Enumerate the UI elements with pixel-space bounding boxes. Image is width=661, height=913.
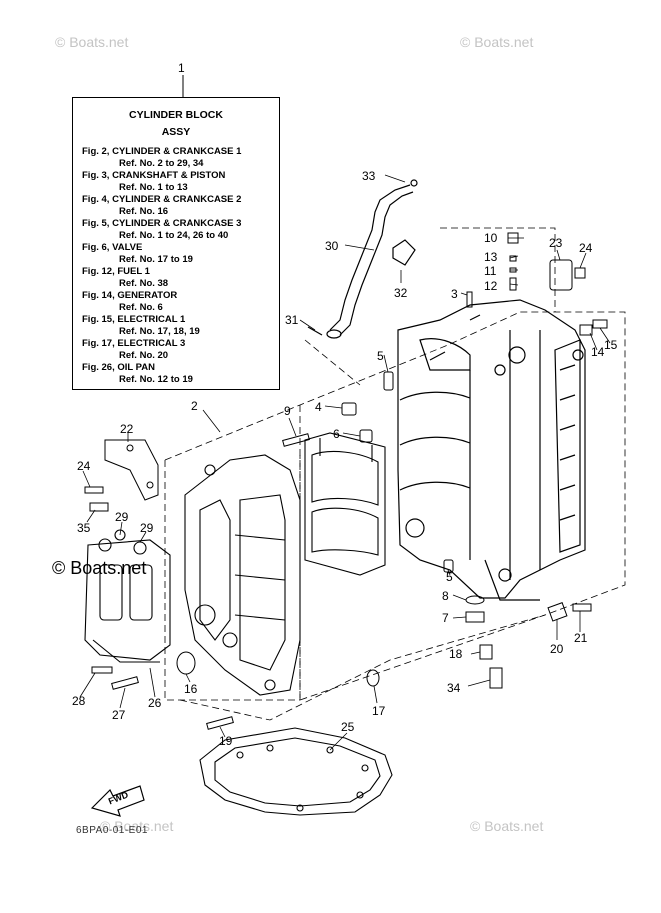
gasket-25 bbox=[199, 727, 393, 816]
breather-hose-30 bbox=[307, 179, 418, 339]
ref-line: Ref. No. 6 bbox=[119, 302, 163, 313]
callout-21[interactable]: 21 bbox=[574, 631, 588, 645]
callout-14[interactable]: 14 bbox=[591, 345, 605, 359]
assy-subtitle: ASSY bbox=[161, 126, 191, 138]
callout-25[interactable]: 25 bbox=[341, 720, 355, 734]
callout-10[interactable]: 10 bbox=[484, 231, 498, 245]
watermark-center-left: © Boats.net bbox=[52, 558, 147, 578]
callout-23[interactable]: 23 bbox=[549, 236, 563, 250]
callout-17[interactable]: 17 bbox=[372, 704, 386, 718]
callout-22[interactable]: 22 bbox=[120, 422, 134, 436]
ref-line: Ref. No. 17 to 19 bbox=[119, 254, 193, 265]
fig-line: Fig. 3, CRANKSHAFT & PISTON bbox=[82, 170, 226, 181]
leader-lines bbox=[79, 174, 611, 751]
ref-line: Ref. No. 1 to 13 bbox=[119, 182, 188, 193]
callout-4[interactable]: 4 bbox=[315, 400, 322, 414]
callout-24b[interactable]: 24 bbox=[77, 459, 91, 473]
callout-8[interactable]: 8 bbox=[442, 589, 449, 603]
watermark-bottom-left: © Boats.net bbox=[100, 818, 174, 834]
bracket-22 bbox=[104, 439, 159, 501]
ref-line: Ref. No. 12 to 19 bbox=[119, 374, 193, 385]
callout-34[interactable]: 34 bbox=[447, 681, 461, 695]
callout-1[interactable]: 1 bbox=[178, 61, 185, 75]
callout-15[interactable]: 15 bbox=[604, 338, 618, 352]
callout-19[interactable]: 19 bbox=[219, 734, 233, 748]
callout-26[interactable]: 26 bbox=[148, 696, 162, 710]
ref-line: Ref. No. 38 bbox=[119, 278, 169, 289]
cylinder-block bbox=[397, 299, 586, 601]
callout-7[interactable]: 7 bbox=[442, 611, 449, 625]
fig-line: Fig. 15, ELECTRICAL 1 bbox=[82, 314, 186, 325]
ref-line: Ref. No. 2 to 29, 34 bbox=[119, 158, 204, 169]
callout-13[interactable]: 13 bbox=[484, 250, 498, 264]
fig-line: Fig. 5, CYLINDER & CRANKCASE 3 bbox=[82, 218, 242, 229]
callout-5[interactable]: 5 bbox=[377, 349, 384, 363]
fig-line: Fig. 14, GENERATOR bbox=[82, 290, 178, 301]
callout-18[interactable]: 18 bbox=[449, 647, 463, 661]
fig-line: Fig. 26, OIL PAN bbox=[82, 362, 156, 373]
callout-28[interactable]: 28 bbox=[72, 694, 86, 708]
crankcase bbox=[184, 454, 301, 696]
callout-9[interactable]: 9 bbox=[284, 404, 291, 418]
fig-line: Fig. 12, FUEL 1 bbox=[82, 266, 150, 277]
callout-6[interactable]: 6 bbox=[333, 427, 340, 441]
callout-20[interactable]: 20 bbox=[550, 642, 564, 656]
callout-30[interactable]: 30 bbox=[325, 239, 339, 253]
liner-block bbox=[304, 432, 386, 576]
assy-reference-box: CYLINDER BLOCK ASSY Fig. 2, CYLINDER & C… bbox=[72, 97, 280, 390]
callout-24[interactable]: 24 bbox=[579, 241, 593, 255]
callout-33[interactable]: 33 bbox=[362, 169, 376, 183]
fig-line: Fig. 2, CYLINDER & CRANKCASE 1 bbox=[82, 146, 242, 157]
watermark-top-left: © Boats.net bbox=[55, 34, 129, 50]
watermark-top-right: © Boats.net bbox=[460, 34, 534, 50]
ref-line: Ref. No. 17, 18, 19 bbox=[119, 326, 200, 337]
fig-line: Fig. 6, VALVE bbox=[82, 242, 143, 253]
clamp-32 bbox=[392, 239, 416, 266]
fwd-arrow bbox=[90, 785, 145, 817]
ref-line: Ref. No. 20 bbox=[119, 350, 169, 361]
callout-29b[interactable]: 29 bbox=[140, 521, 154, 535]
callout-3[interactable]: 3 bbox=[451, 287, 458, 301]
ref-line: Ref. No. 16 bbox=[119, 206, 169, 217]
callout-5b[interactable]: 5 bbox=[446, 570, 453, 584]
callout-27[interactable]: 27 bbox=[112, 708, 126, 722]
callout-29[interactable]: 29 bbox=[115, 510, 129, 524]
ref-line: Ref. No. 1 to 24, 26 to 40 bbox=[119, 230, 229, 241]
watermark-bottom-right: © Boats.net bbox=[470, 818, 544, 834]
assy-title: CYLINDER BLOCK bbox=[129, 109, 223, 121]
callout-12[interactable]: 12 bbox=[484, 279, 498, 293]
fig-line: Fig. 4, CYLINDER & CRANKCASE 2 bbox=[82, 194, 242, 205]
callout-35[interactable]: 35 bbox=[77, 521, 91, 535]
callout-31[interactable]: 31 bbox=[285, 313, 299, 327]
callout-11[interactable]: 11 bbox=[484, 264, 497, 278]
callout-2[interactable]: 2 bbox=[191, 399, 198, 413]
fig-line: Fig. 17, ELECTRICAL 3 bbox=[82, 338, 186, 349]
ignition-coil-assembly bbox=[84, 529, 171, 663]
callout-32[interactable]: 32 bbox=[394, 286, 408, 300]
drawing-code: 6BPA0-01-E01 bbox=[76, 825, 148, 836]
callout-16[interactable]: 16 bbox=[184, 682, 198, 696]
